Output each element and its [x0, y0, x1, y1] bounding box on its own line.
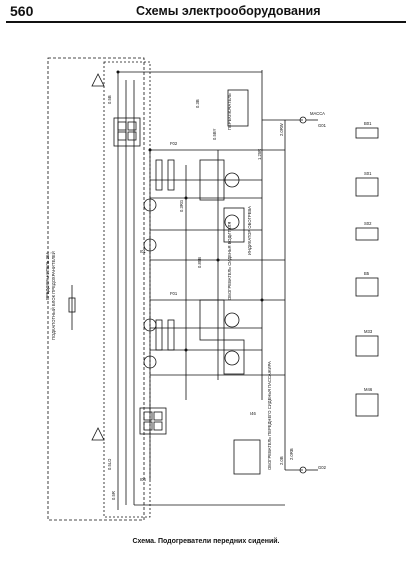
control-unit-frame	[103, 61, 151, 518]
connector-b5: B5	[364, 271, 370, 276]
driver-seat-label: ОБОГРЕВАТЕЛЬ СИДЕНЬЯ ВОДИТЕЛЯ	[227, 221, 232, 300]
ground-label: МАССА	[310, 111, 325, 116]
connector-g02: G02	[318, 465, 326, 470]
connector-s01: S01	[364, 171, 372, 176]
wire-2rb: 2.0RB	[289, 448, 294, 460]
page-number: 560	[10, 3, 34, 19]
wire-05by: 0.5BY	[212, 128, 217, 140]
switch-label: ПЕРЕКЛЮЧАТЕЛЬ	[227, 93, 232, 130]
connector-i46: I46	[250, 411, 256, 416]
fuse-main-label: ПРЕДОХРАНИТЕЛЬ 25А	[45, 251, 50, 300]
wire-085b: 0.85B	[197, 257, 202, 268]
relay-bottom	[139, 407, 167, 435]
switch-driver	[227, 89, 249, 127]
wire-05r: 0.5R	[111, 491, 116, 500]
wire-125r: 1.25R	[257, 148, 262, 160]
pass-seat-label: ОБОГРЕВАТЕЛЬ ПЕРЕДНЕГО СИДЕНЬЯ ПАССАЖИРА	[267, 361, 272, 470]
relay-top	[113, 117, 141, 147]
connector-f02: F02	[170, 141, 178, 146]
connector-i04: I04	[140, 477, 146, 482]
connector-f01: F01	[170, 291, 178, 296]
wire-05b: 0.5B	[107, 95, 112, 104]
connector-g01: G01	[318, 123, 326, 128]
connector-i01: I01	[140, 249, 146, 254]
left-module-frame	[47, 57, 145, 521]
connector-m33: M33	[364, 329, 373, 334]
switch-passenger	[233, 439, 261, 475]
indicator-label: ИНДИКАТОР ОБОГРЕВА	[247, 206, 252, 255]
wire-2b: 2.0B	[279, 456, 284, 465]
header-rule	[6, 21, 406, 23]
wire-03b: 0.3B	[195, 99, 200, 108]
wire-03rg: 0.3RG	[179, 199, 184, 212]
connector-m46: M46	[364, 387, 373, 392]
figure-caption: Схема. Подогреватели передних сидений.	[132, 538, 280, 545]
page-title: Схемы электрооборудования	[136, 4, 321, 18]
connector-b01: B01	[364, 121, 372, 126]
fuse-block-label: ПОДКАПОТНЫЙ БЛОК ПРЕДОХРАНИТЕЛЕЙ	[51, 251, 56, 340]
wire-05lo: 0.5LO	[107, 458, 112, 470]
connector-s02: S02	[364, 221, 372, 226]
driver-heater-element-1	[199, 159, 225, 201]
driver-heater-element-2	[223, 207, 245, 243]
wire-2rw: 2.0RW	[279, 123, 284, 136]
